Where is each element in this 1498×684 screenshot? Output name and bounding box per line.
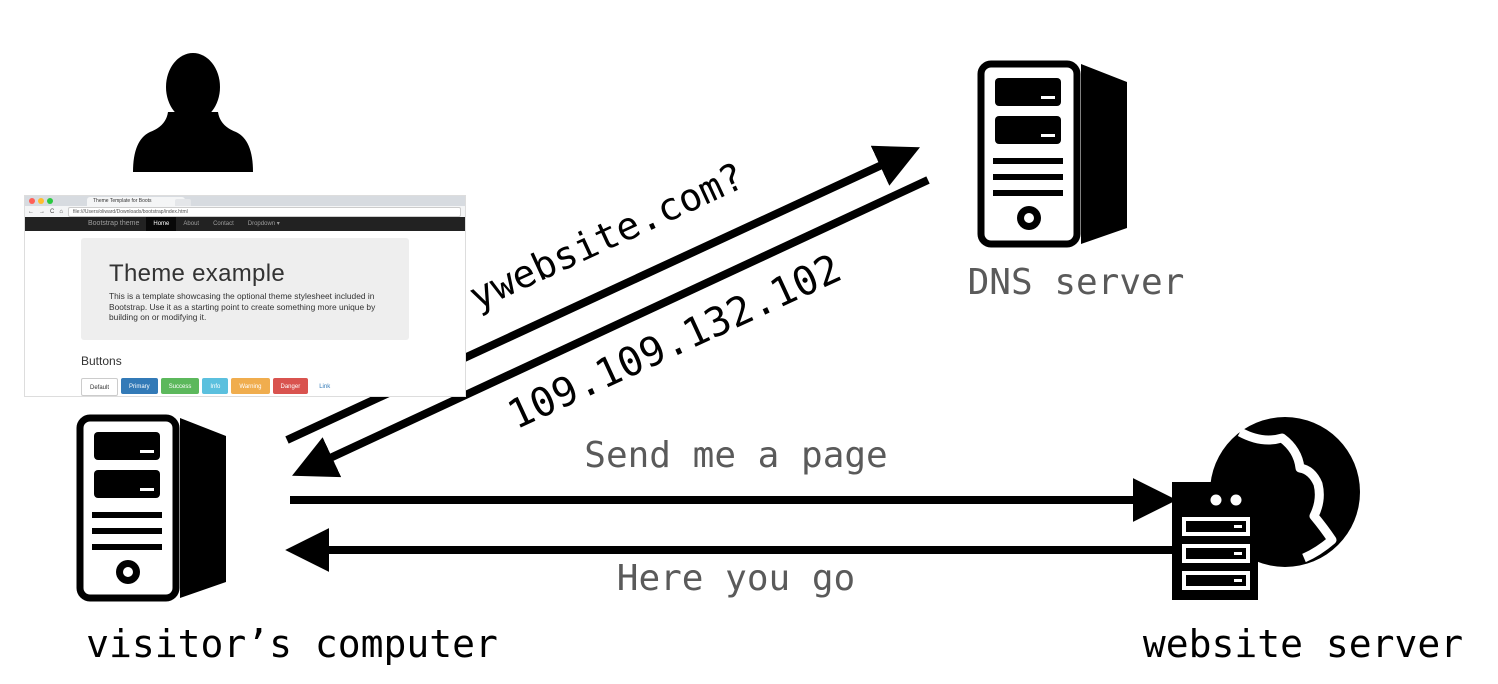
window-controls[interactable] <box>29 198 53 204</box>
website-server-icon <box>1172 417 1360 600</box>
site-navbar: Bootstrap theme Home About Contact Dropd… <box>25 217 465 231</box>
browser-titlebar: Theme Template for Boots <box>25 196 465 206</box>
demo-button-link[interactable]: Link <box>319 384 331 390</box>
dns-response-arrow <box>292 176 930 478</box>
demo-button-primary[interactable]: Primary <box>121 378 158 394</box>
back-icon[interactable]: ← <box>28 208 34 215</box>
section-title: Buttons <box>81 354 122 368</box>
nav-item-home[interactable]: Home <box>146 217 177 231</box>
home-icon[interactable]: ⌂ <box>59 208 63 215</box>
demo-button-danger[interactable]: Danger <box>272 378 309 394</box>
browser-toolbar: ← → C ⌂ file:///Users/oliward/Downloads/… <box>25 206 465 217</box>
navbar-brand[interactable]: Bootstrap theme <box>88 220 140 227</box>
request-label: Send me a page <box>584 435 887 476</box>
forward-icon[interactable]: → <box>39 208 45 215</box>
demo-button-info[interactable]: Info <box>202 378 229 394</box>
new-tab-button[interactable] <box>175 199 191 206</box>
visitor-computer-label: visitor’s computer <box>86 622 498 666</box>
zoom-dot[interactable] <box>47 198 53 204</box>
dns-server-icon <box>981 64 1127 244</box>
browser-tab[interactable]: Theme Template for Boots <box>87 197 185 206</box>
dns-server-label: DNS server <box>968 262 1185 303</box>
nav-item-dropdown[interactable]: Dropdown ▾ <box>247 221 280 227</box>
jumbotron-heading: Theme example <box>109 260 285 287</box>
browser-window: Theme Template for Boots ← → C ⌂ file://… <box>25 196 465 396</box>
demo-button-warning[interactable]: Warning <box>231 378 270 394</box>
nav-item-about[interactable]: About <box>183 221 200 227</box>
website-server-label: website server <box>1143 622 1463 666</box>
jumbotron: Theme example This is a template showcas… <box>81 238 409 340</box>
address-bar[interactable]: file:///Users/oliward/Downloads/bootstra… <box>67 206 461 217</box>
jumbotron-text: This is a template showcasing the option… <box>109 291 376 322</box>
user-icon <box>133 53 253 172</box>
reload-icon[interactable]: C <box>50 208 55 215</box>
nav-item-contact[interactable]: Contact <box>213 221 234 227</box>
response-label: Here you go <box>617 558 855 599</box>
close-dot[interactable] <box>29 198 35 204</box>
minimize-dot[interactable] <box>38 198 44 204</box>
demo-button-success[interactable]: Success <box>160 378 200 394</box>
visitor-computer-icon <box>80 418 226 598</box>
demo-button-default[interactable]: Default <box>81 378 119 396</box>
